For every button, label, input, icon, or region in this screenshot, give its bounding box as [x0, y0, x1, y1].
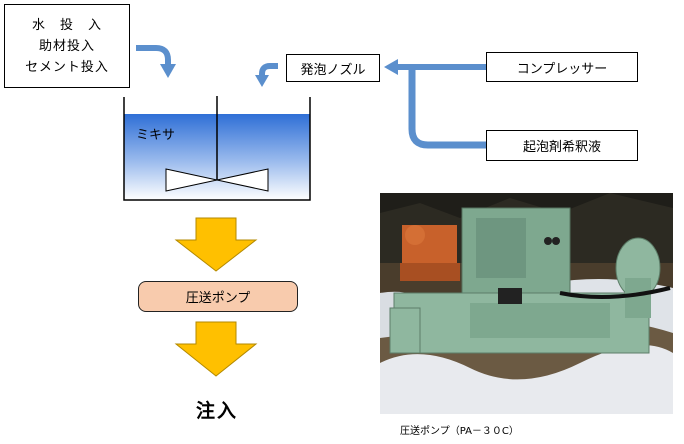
injection-label: 注入	[196, 400, 239, 422]
mixer-tank-outline	[123, 97, 311, 201]
foaming-agent-box: 起泡剤希釈液	[486, 130, 638, 161]
mixer-blade-left	[165, 168, 218, 192]
compressor-arrow-head	[384, 59, 398, 75]
pressure-pump-box: 圧送ポンプ	[138, 281, 298, 312]
nozzle-to-mixer-arrow	[259, 63, 278, 76]
input-to-mixer-arrow	[136, 45, 171, 66]
mixer-label: ミキサ	[136, 128, 176, 143]
pump-to-injection-arrow	[174, 321, 258, 377]
cement-input-label: セメント投入	[25, 59, 109, 75]
foaming-agent-to-nozzle-line	[408, 70, 486, 149]
nozzle-arrow-head	[255, 75, 269, 87]
compressor-label: コンプレッサー	[516, 61, 608, 77]
pressure-pump-label: 圧送ポンプ	[185, 291, 251, 306]
photo-caption: 圧送ポンプ（PA－３０C）	[400, 426, 519, 437]
control-box	[461, 207, 571, 294]
admixture-input-label: 助材投入	[38, 38, 95, 54]
foaming-agent-label: 起泡剤希釈液	[522, 140, 601, 155]
input-arrow-head	[160, 64, 176, 78]
mixer-blade-right	[216, 168, 269, 192]
mixer-to-pump-arrow	[174, 217, 258, 272]
pump-photo-illustration	[380, 193, 673, 414]
orange-pump-unit	[400, 225, 460, 281]
compressor-box: コンプレッサー	[486, 52, 638, 82]
material-input-box: 水 投 入 助材投入 セメント投入	[4, 4, 130, 88]
foam-nozzle-label: 発泡ノズル	[300, 62, 366, 78]
green-pump-machine	[389, 237, 671, 354]
water-input-label: 水 投 入	[31, 17, 102, 33]
foam-nozzle-box: 発泡ノズル	[286, 54, 380, 82]
pump-photo	[380, 193, 673, 414]
